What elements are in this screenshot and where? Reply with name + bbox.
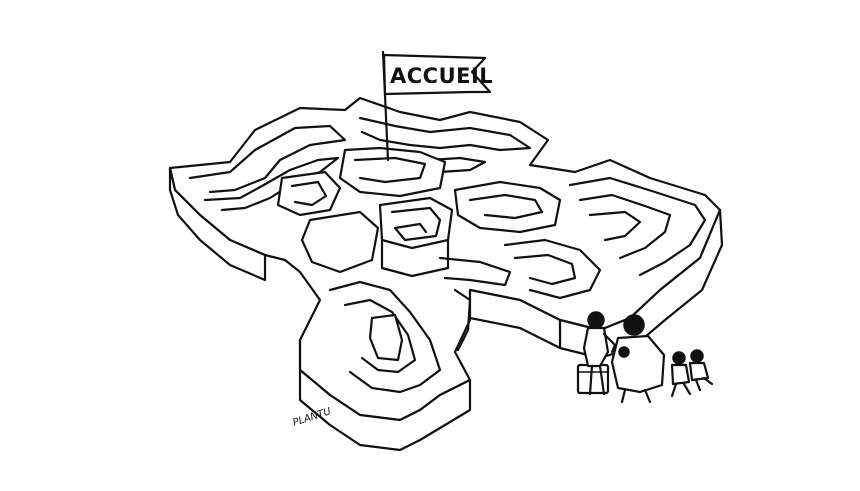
child-2-legs	[694, 376, 714, 392]
maze-block-center-square	[378, 196, 454, 250]
maze-france	[168, 96, 724, 452]
maze-wall-south	[468, 288, 562, 350]
father-head	[587, 311, 605, 329]
maze-corridor-nw-inner	[203, 156, 340, 212]
maze-block-central	[338, 146, 447, 198]
mother-body	[610, 334, 666, 394]
family-group	[576, 311, 714, 404]
maze-corridor-southwest	[328, 280, 442, 394]
maze-block-west-inner	[290, 180, 328, 207]
flag-banner	[382, 53, 492, 96]
maze-square-spiral	[390, 206, 442, 242]
child-2-body	[688, 361, 710, 382]
maze-block-east	[453, 180, 562, 234]
maze-corridor-southeast-inner	[513, 253, 577, 286]
child-2-head	[690, 349, 704, 363]
maze-corridor-center-south-2	[453, 288, 472, 352]
figure-child-2	[688, 349, 714, 392]
maze-corridor-north	[358, 116, 532, 152]
mother-head	[623, 314, 645, 336]
flag-label: ACCUEIL	[390, 64, 493, 88]
maze-corridor-east	[468, 193, 544, 220]
flag: ACCUEIL	[381, 50, 493, 162]
maze-corridor-southwest-inner	[343, 298, 417, 374]
maze-corridor-southeast	[503, 238, 602, 300]
mother-legs	[620, 388, 652, 404]
father-arm	[602, 332, 617, 354]
maze-block-west	[276, 170, 342, 217]
maze-corridor-nw	[188, 124, 347, 194]
maze-corridor-center-south	[438, 256, 512, 287]
figure-child-1	[670, 351, 692, 398]
baby-head	[618, 346, 630, 358]
maze-wall-southwest	[298, 338, 472, 452]
maze-block-midwest	[300, 210, 380, 274]
maze-corridor-far-east	[568, 176, 707, 277]
child-1-body	[670, 363, 691, 386]
maze-corridor-far-east-inner	[578, 193, 672, 260]
maze-block-southwest-inner	[368, 313, 404, 362]
maze-wall-left	[168, 166, 267, 282]
father-legs	[588, 364, 606, 396]
figure-mother	[610, 314, 666, 404]
maze-corridor-far-east-core	[588, 210, 642, 242]
child-1-legs	[670, 382, 692, 398]
figure-father	[582, 311, 617, 396]
child-1-head	[672, 351, 686, 365]
